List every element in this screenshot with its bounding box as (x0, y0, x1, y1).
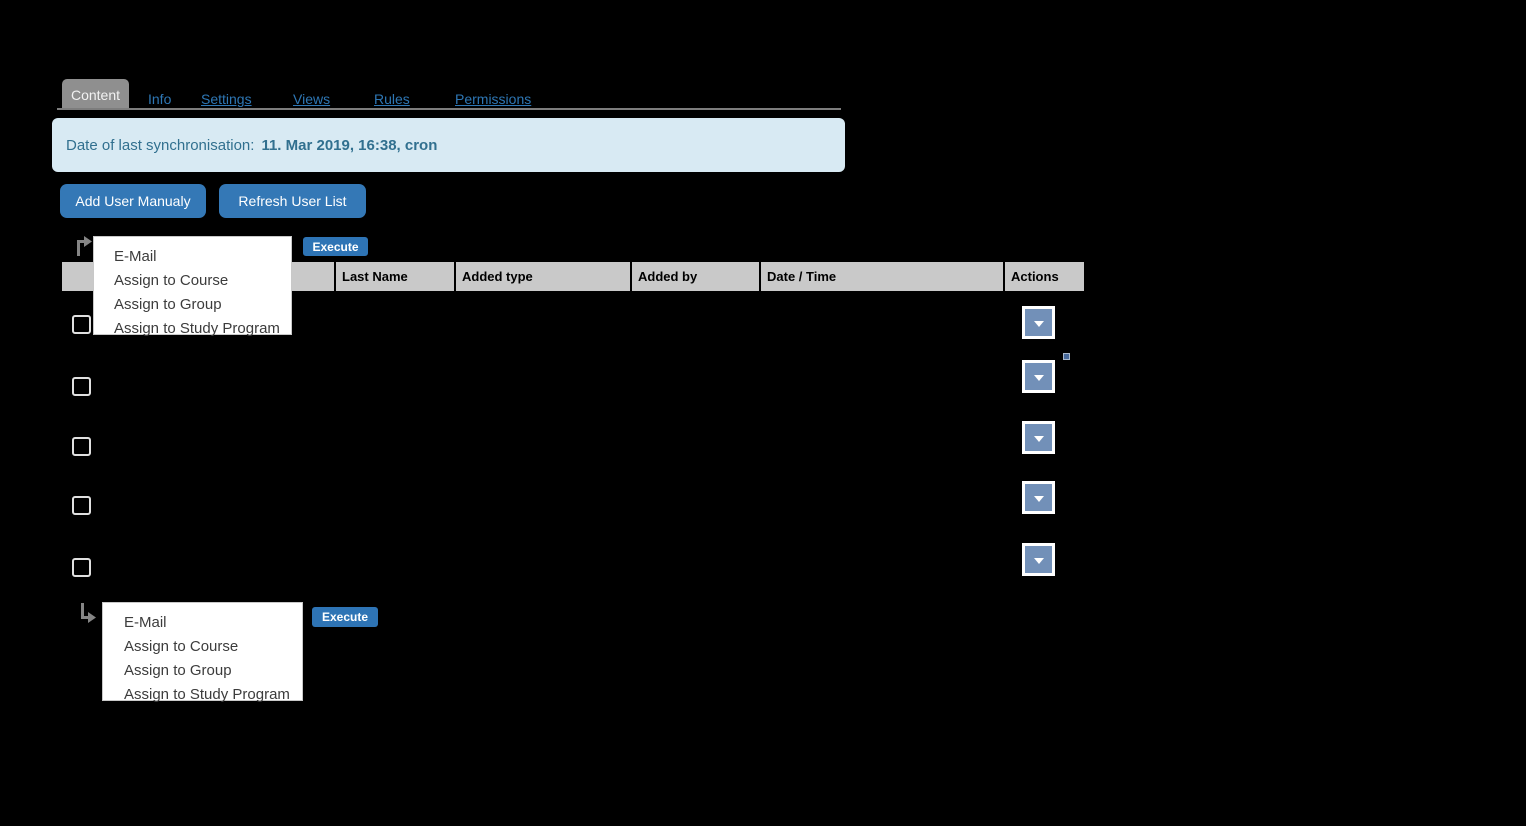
arrow-turn-up-right-icon (72, 235, 94, 257)
column-added-by: Added by (632, 262, 759, 291)
row-actions-dropdown-button[interactable] (1022, 481, 1055, 514)
sync-banner-label: Date of last synchronisation: (66, 136, 255, 154)
caret-down-icon (1033, 375, 1044, 381)
tab-info[interactable]: Info (148, 91, 172, 107)
tab-bar-divider (57, 108, 841, 110)
sync-banner: Date of last synchronisation: 11. Mar 20… (52, 118, 845, 172)
add-user-manually-button[interactable]: Add User Manualy (60, 184, 206, 218)
refresh-user-list-button[interactable]: Refresh User List (219, 184, 366, 218)
execute-button-top[interactable]: Execute (303, 237, 368, 256)
row-checkbox[interactable] (72, 437, 91, 456)
caret-down-icon (1033, 558, 1044, 564)
bulk-action-menu-top: E-Mail Assign to Course Assign to Group … (93, 236, 292, 337)
menu-item-assign-study-program[interactable]: Assign to Study Program (124, 685, 290, 703)
sync-banner-value: 11. Mar 2019, 16:38, cron (261, 136, 438, 154)
tab-views[interactable]: Views (293, 91, 331, 107)
row-checkbox[interactable] (72, 558, 91, 577)
tab-permissions[interactable]: Permissions (455, 91, 532, 107)
execute-button-bottom[interactable]: Execute (312, 607, 378, 627)
menu-item-assign-group[interactable]: Assign to Group (124, 661, 232, 679)
row-actions-dropdown-button[interactable] (1022, 543, 1055, 576)
arrow-turn-down-right-icon (76, 602, 98, 624)
tab-settings[interactable]: Settings (201, 91, 252, 107)
tab-content-label: Content (70, 86, 121, 103)
row-checkbox[interactable] (72, 496, 91, 515)
menu-item-email[interactable]: E-Mail (114, 247, 157, 265)
tab-content[interactable]: Content (62, 79, 129, 110)
menu-item-assign-group[interactable]: Assign to Group (114, 295, 222, 313)
row-actions-dropdown-button[interactable] (1022, 421, 1055, 454)
column-added-type: Added type (456, 262, 630, 291)
row-actions-dropdown-button[interactable] (1022, 306, 1055, 339)
tab-rules[interactable]: Rules (374, 91, 410, 107)
table-header: Last Name Added type Added by Date / Tim… (62, 262, 1084, 291)
column-date-time: Date / Time (761, 262, 1003, 291)
caret-down-icon (1033, 496, 1044, 502)
bulk-action-menu-bottom: E-Mail Assign to Course Assign to Group … (102, 602, 303, 703)
menu-item-assign-course[interactable]: Assign to Course (124, 637, 239, 655)
row-actions-dropdown-button[interactable] (1022, 360, 1055, 393)
tiny-square-artifact (1063, 353, 1070, 360)
row-checkbox[interactable] (72, 377, 91, 396)
row-checkbox[interactable] (72, 315, 91, 334)
menu-item-assign-study-program[interactable]: Assign to Study Program (114, 319, 280, 337)
caret-down-icon (1033, 321, 1044, 327)
caret-down-icon (1033, 436, 1044, 442)
menu-item-email[interactable]: E-Mail (124, 613, 167, 631)
column-last-name: Last Name (336, 262, 454, 291)
menu-item-assign-course[interactable]: Assign to Course (114, 271, 229, 289)
column-actions: Actions (1005, 262, 1084, 291)
